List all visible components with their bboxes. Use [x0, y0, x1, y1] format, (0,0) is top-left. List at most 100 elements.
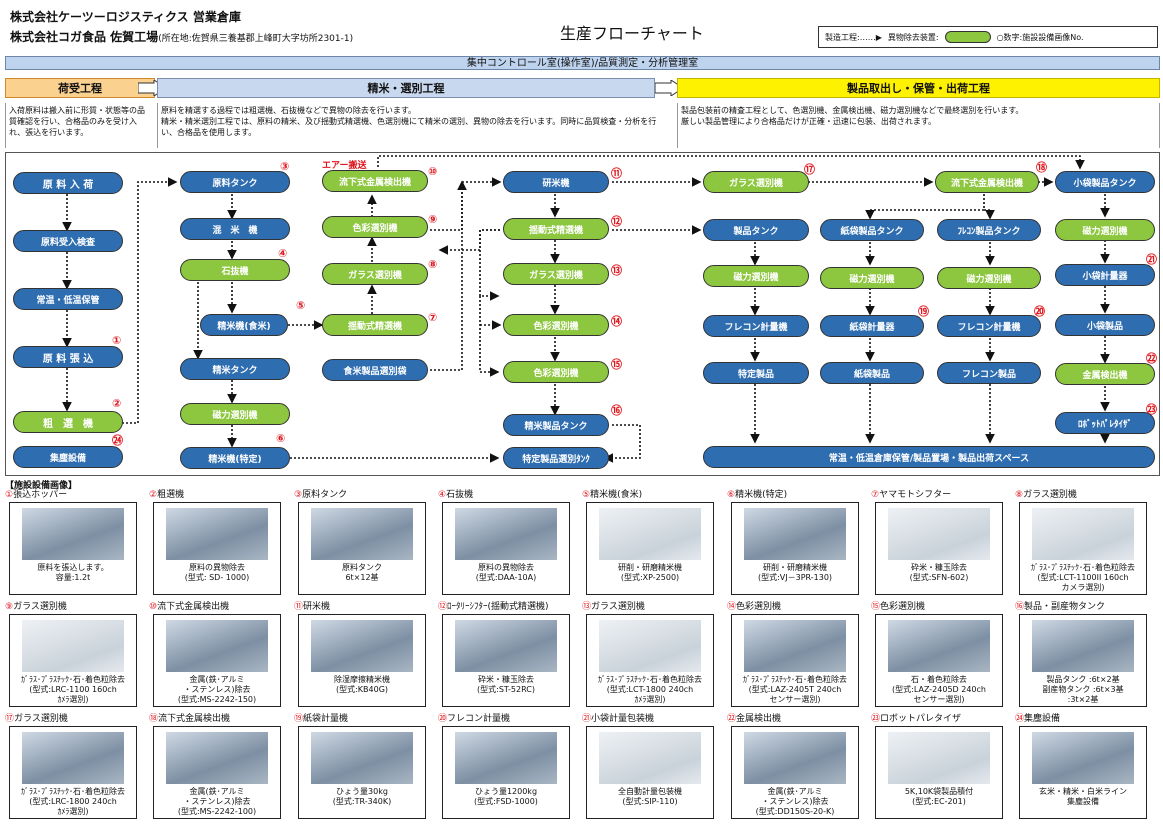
equipment-caption: ⑱流下式金属検出機: [149, 713, 287, 725]
node-glass-sorter-1: ガラス選別機: [322, 263, 428, 285]
node-color-sorter-2: 色彩選別機: [503, 314, 609, 336]
equipment-photo: [599, 732, 701, 784]
node-polisher-special: 精米機(特定): [180, 447, 290, 469]
equipment-name: 色彩選別機: [880, 602, 926, 612]
equipment-description: ｶﾞﾗｽ･ﾌﾟﾗｽﾁｯｸ･石･着色粒除去 (型式:LAZ-2405T 240ch…: [743, 675, 847, 704]
equipment-name: 石抜機: [446, 490, 474, 500]
equipment-description: 製品タンク :6t×2基 副産物タンク :6t×3基 :3t×2基: [1042, 675, 1124, 704]
marker-8: ⑧: [428, 258, 438, 271]
node-loading: 原 料 張 込: [13, 346, 123, 368]
equipment-number: ⑭: [727, 602, 737, 612]
equipment-caption: ㉒金属検出機: [727, 713, 865, 725]
equipment-description: 原料の異物除去 (型式:DAA-10A): [475, 563, 537, 582]
equipment-caption: ㉓ロボットパレタイザ: [871, 713, 1009, 725]
node-robot-palletizer: ﾛﾎﾞｯﾄﾊﾟﾚﾀｲｻﾞ: [1055, 412, 1155, 434]
equipment-card: ⑧ガラス選別機ｶﾞﾗｽ･ﾌﾟﾗｽﾁｯｸ･石･着色粒除去 (型式:LCT-1100…: [1015, 489, 1153, 597]
node-small-bag-tank: 小袋製品タンク: [1055, 171, 1155, 193]
equipment-card: ①張込ホッパー原料を張込します。 容量:1.2t: [5, 489, 143, 597]
marker-12: ⑫: [611, 215, 622, 228]
equipment-photo-frame: 金属(鉄･アルミ ・ステンレス)除去 (型式:DD150S-20-K): [731, 726, 859, 819]
equipment-number: ⑨: [5, 602, 14, 612]
equipment-description: 全自動計量包装機 (型式:SIP-110): [618, 787, 682, 806]
node-magnetic-c: 磁力選別機: [937, 267, 1041, 289]
flow-area: [5, 152, 1160, 476]
equipment-caption: ⑯製品・副産物タンク: [1015, 601, 1153, 613]
equipment-card: ②粗選機原料の異物除去 (型式: SD- 1000): [149, 489, 287, 597]
equipment-photo: [166, 620, 268, 672]
equipment-photo-frame: ｶﾞﾗｽ･ﾌﾟﾗｽﾁｯｸ･石･着色粒除去 (型式:LAZ-2405T 240ch…: [731, 614, 859, 707]
equipment-number: ①: [5, 490, 14, 500]
equipment-caption: ㉔集塵設備: [1015, 713, 1153, 725]
equipment-name: ガラス選別機: [1023, 490, 1077, 500]
equipment-photo-frame: 石・着色粒除去 (型式:LAZ-2405D 240ch センサー選別): [875, 614, 1003, 707]
node-dust-collector: 集塵設備: [13, 446, 123, 468]
node-magnetic-small: 磁力選別機: [1055, 219, 1155, 241]
node-polished-product-tank: 精米製品タンク: [503, 414, 609, 436]
node-raw-arrival: 原 料 入 荷: [13, 172, 123, 194]
equipment-number: ⑦: [871, 490, 880, 500]
equipment-number: ⑮: [871, 602, 881, 612]
marker-19: ⑲: [918, 305, 929, 318]
equipment-description: ｶﾞﾗｽ･ﾌﾟﾗｽﾁｯｸ･石･着色粒除去 (型式:LCT-1100II 160c…: [1031, 563, 1135, 592]
equipment-name: 金属検出機: [736, 714, 782, 724]
node-receiving-inspection: 原料受入検査: [13, 230, 123, 252]
node-glass-sorter-2: ガラス選別機: [503, 263, 609, 285]
equipment-description: 金属(鉄･アルミ ・ステンレス)除去 (型式:MS-2242-100): [177, 787, 257, 816]
equipment-caption: ⑥精米機(特定): [727, 489, 865, 501]
equipment-card: ㉑小袋計量包装機全自動計量包装機 (型式:SIP-110): [582, 713, 720, 821]
equipment-description: ｶﾞﾗｽ･ﾌﾟﾗｽﾁｯｸ･石･着色粒除去 (型式:LCT-1800 240ch …: [598, 675, 702, 704]
phase-receiving: 荷受工程: [5, 78, 155, 98]
node-magnetic-b: 磁力選別機: [820, 267, 924, 289]
equipment-photo-frame: 研削・研磨精米機 (型式:XP-2500): [586, 502, 714, 595]
equipment-photo: [1032, 732, 1134, 784]
equipment-photo-frame: 5K,10K袋製品積付 (型式:EC-201): [875, 726, 1003, 819]
equipment-description: 5K,10K袋製品積付 (型式:EC-201): [904, 787, 974, 806]
equipment-description: ｶﾞﾗｽ･ﾌﾟﾗｽﾁｯｸ･石･着色粒除去 (型式:LRC-1100 160ch …: [21, 675, 125, 704]
equipment-photo-frame: 全自動計量包装機 (型式:SIP-110): [586, 726, 714, 819]
equipment-description: 金属(鉄･アルミ ・ステンレス)除去 (型式:DD150S-20-K): [755, 787, 835, 816]
equipment-number: ⑲: [294, 714, 304, 724]
equipment-number: ⑤: [582, 490, 591, 500]
equipment-photo-frame: 製品タンク :6t×2基 副産物タンク :6t×3基 :3t×2基: [1019, 614, 1147, 707]
equipment-caption: ⑪研米機: [294, 601, 432, 613]
equipment-description: 研削・研磨精米機 (型式:XP-2500): [618, 563, 682, 582]
equipment-photo-frame: ひょう量1200kg (型式:FSD-1000): [442, 726, 570, 819]
equipment-photo: [22, 508, 124, 560]
equipment-name: 原料タンク: [302, 490, 348, 500]
equipment-number: ⑱: [149, 714, 159, 724]
equipment-description: 研削・研磨精米機 (型式:VJ－3PR-130): [757, 563, 833, 582]
node-special-product: 特定製品: [703, 362, 809, 384]
flow-arrows: [62, 155, 1110, 463]
equipment-number: ⑰: [5, 714, 15, 724]
equipment-name: 流下式金属検出機: [157, 602, 230, 612]
equipment-photo-frame: ｶﾞﾗｽ･ﾌﾟﾗｽﾁｯｸ･石･着色粒除去 (型式:LRC-1800 240ch …: [9, 726, 137, 819]
equipment-card: ③原料タンク原料タンク 6t×12基: [294, 489, 432, 597]
marker-16: ⑯: [611, 404, 622, 417]
equipment-description: 砕米・糠玉除去 (型式:SFN-602): [909, 563, 969, 582]
equipment-card: ⑩流下式金属検出機金属(鉄･アルミ ・ステンレス)除去 (型式:MS-2242-…: [149, 601, 287, 709]
legend-removal: 異物除去装置:: [887, 32, 939, 42]
node-rice-polisher: 研米機: [503, 171, 609, 193]
equipment-number: ④: [438, 490, 447, 500]
equipment-number: ③: [294, 490, 303, 500]
company-address: (所在地:佐賀県三養基郡上峰町大字坊所2301-1): [158, 34, 354, 44]
equipment-caption: ⑭色彩選別機: [727, 601, 865, 613]
equipment-caption: ⑬ガラス選別機: [582, 601, 720, 613]
equipment-description: 金属(鉄･アルミ ・ステンレス)除去 (型式:MS-2242-150): [177, 675, 257, 704]
company-name-1: 株式会社ケーツーロジスティクス 営業倉庫: [10, 10, 241, 24]
equipment-caption: ⑮色彩選別機: [871, 601, 1009, 613]
equipment-number: ⑩: [149, 602, 158, 612]
phase-shipping-desc: 製品包装前の精査工程として、色選別機、金属検出機、磁力選別機などで最終選別を行い…: [677, 103, 1160, 148]
equipment-card: ⑯製品・副産物タンク製品タンク :6t×2基 副産物タンク :6t×3基 :3t…: [1015, 601, 1153, 709]
equipment-description: 原料を張込します。 容量:1.2t: [37, 563, 109, 582]
equipment-photo-frame: ｶﾞﾗｽ･ﾌﾟﾗｽﾁｯｸ･石･着色粒除去 (型式:LRC-1100 160ch …: [9, 614, 137, 707]
equipment-photo: [311, 508, 413, 560]
equipment-number: ②: [149, 490, 158, 500]
marker-10: ⑩: [428, 165, 438, 178]
equipment-description: 原料タンク 6t×12基: [342, 563, 382, 582]
equipment-photo: [166, 508, 268, 560]
marker-2: ②: [112, 397, 122, 410]
equipment-name: ヤマモトシフター: [879, 490, 952, 500]
equipment-photo-frame: 砕米・糠玉除去 (型式:ST-52RC): [442, 614, 570, 707]
equipment-photo-frame: 金属(鉄･アルミ ・ステンレス)除去 (型式:MS-2242-100): [153, 726, 281, 819]
